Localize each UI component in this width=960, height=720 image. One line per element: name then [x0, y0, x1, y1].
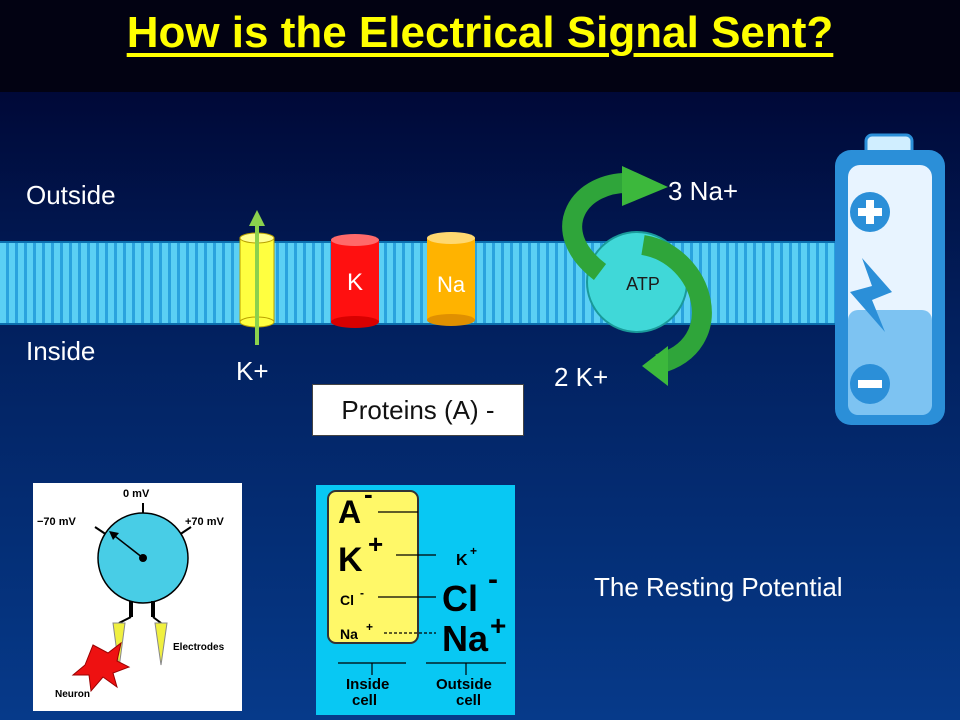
ion-cl-big-sign: -	[488, 563, 498, 596]
resting-potential-label: The Resting Potential	[594, 572, 843, 602]
outside-label: Outside	[26, 180, 116, 210]
proteins-box: Proteins (A) -	[312, 384, 524, 436]
k-in-arrow	[640, 235, 712, 374]
zero-mv-label: 0 mV	[123, 488, 150, 500]
ion-diagram: A - K + Cl - Na + K + Cl - Na + Inside c…	[327, 479, 506, 709]
ion-k-sign: +	[368, 529, 383, 559]
ion-distribution-panel: A - K + Cl - Na + K + Cl - Na + Inside c…	[316, 479, 515, 715]
plus-icon	[850, 192, 890, 232]
ion-a: A	[338, 494, 361, 530]
ion-na-small: Na	[340, 626, 358, 642]
outside-cell-label-1: Outside	[436, 676, 492, 693]
two-k-label: 2 K+	[554, 362, 609, 392]
ion-cl-small-sign: -	[360, 586, 364, 600]
k-in-arrow-head	[642, 346, 668, 386]
k-channel	[331, 234, 379, 328]
ion-k: K	[338, 541, 363, 579]
na-channel	[427, 232, 475, 326]
ion-na-big: Na	[442, 618, 489, 659]
neuron-label: Neuron	[55, 689, 90, 700]
inside-label: Inside	[26, 336, 96, 366]
pos70-label: +70 mV	[185, 516, 224, 528]
ion-a-sign: -	[364, 479, 373, 509]
ion-cl-small: Cl	[340, 592, 354, 608]
inside-cell-label-2: cell	[352, 692, 377, 709]
ion-k-outside: K	[456, 552, 468, 569]
three-na-label: 3 Na+	[668, 176, 739, 206]
electrode-right	[154, 622, 168, 666]
na-out-arrow	[562, 172, 633, 280]
ion-k-outside-sign: +	[470, 544, 477, 558]
lightning-icon	[850, 258, 892, 332]
na-channel-label: Na	[437, 272, 466, 297]
neuron-recording-panel: 0 mV −70 mV +70 mV Electrodes Neuron	[33, 483, 242, 711]
minus-icon	[850, 364, 890, 404]
outside-cell-label-2: cell	[456, 692, 481, 709]
inside-cell-label-1: Inside	[346, 676, 389, 693]
na-out-arrow-head	[622, 166, 668, 206]
ion-na-small-sign: +	[366, 620, 373, 634]
neuron-diagram: 0 mV −70 mV +70 mV Electrodes Neuron	[37, 488, 225, 700]
slide-title: How is the Electrical Signal Sent?	[126, 8, 834, 57]
ion-cl-big: Cl	[442, 578, 478, 619]
k-plus-label: K+	[236, 356, 269, 386]
atp-label: ATP	[626, 274, 660, 294]
k-channel-label: K	[347, 269, 363, 296]
neg70-label: −70 mV	[37, 516, 76, 528]
electrodes-label: Electrodes	[173, 642, 225, 653]
title-band	[0, 0, 960, 92]
neuron-shape	[71, 641, 131, 693]
inside-cell-box	[327, 490, 419, 644]
ion-na-big-sign: +	[490, 610, 506, 641]
